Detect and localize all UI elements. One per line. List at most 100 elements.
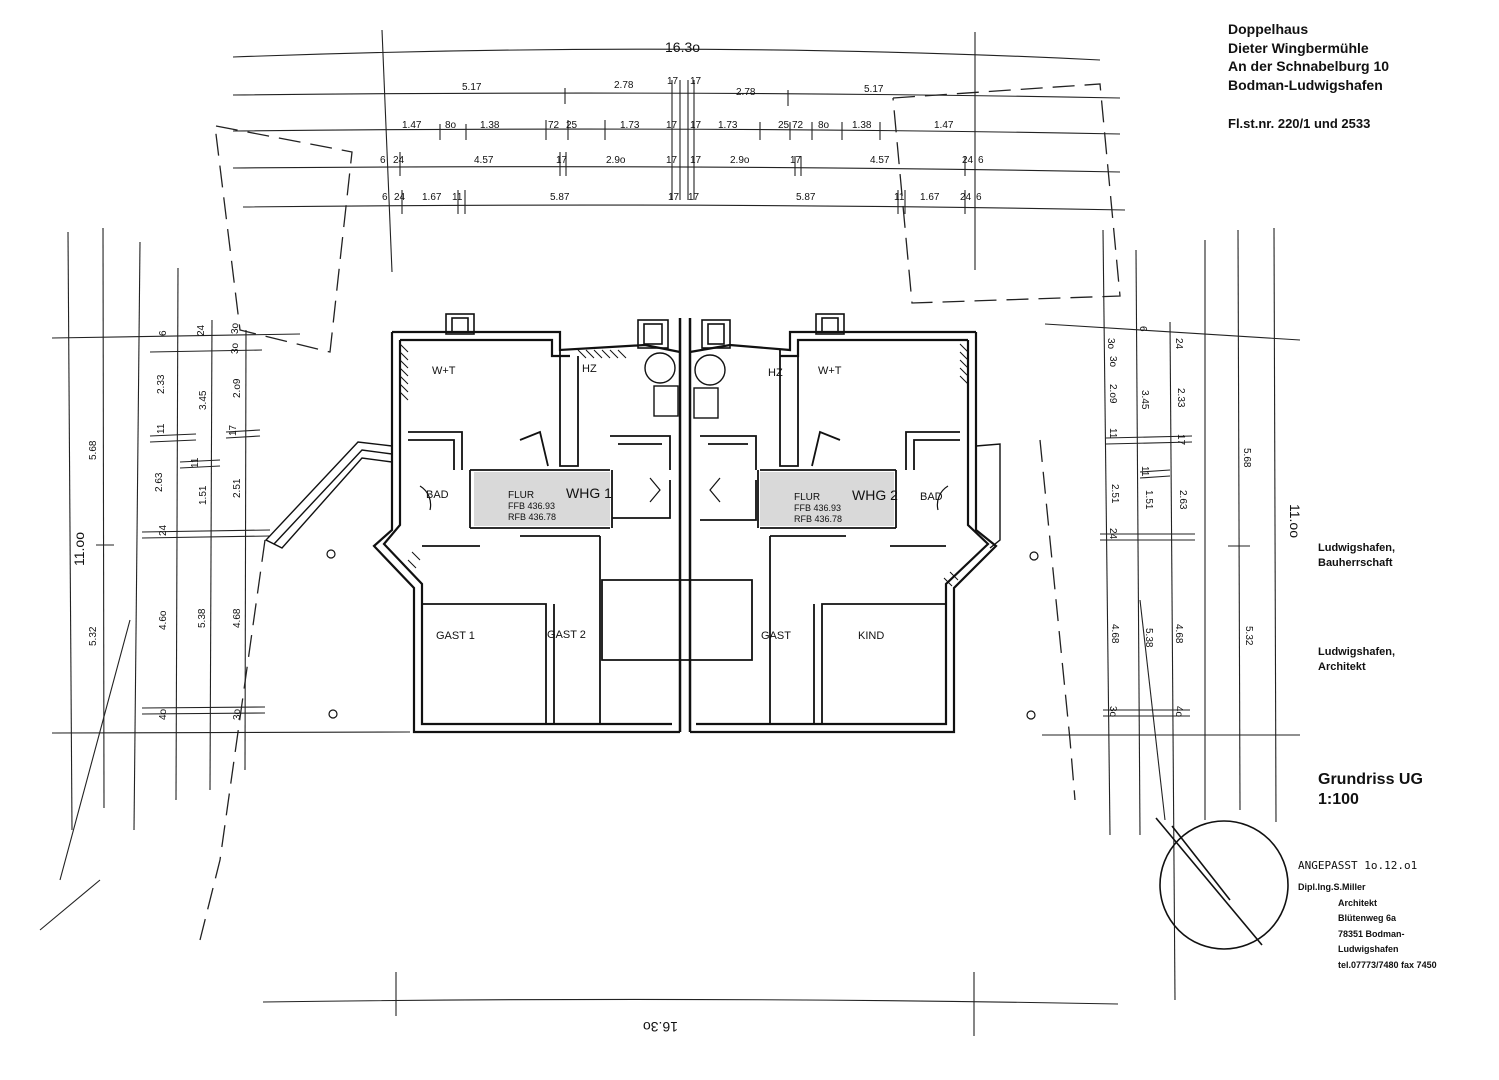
client-block-line: Bauherrschaft (1318, 557, 1393, 569)
room-labels: W+T HZ HZ W+T BAD BAD GAST 1 GAST 2 GAST… (426, 363, 943, 642)
dim-row3-label: 17 (556, 155, 568, 166)
parcel-number: Fl.st.nr. 220/1 und 2533 (1228, 116, 1371, 131)
architect-stamp-line: Blütenweg 6a (1338, 913, 1397, 923)
title-block-line: Doppelhaus (1228, 21, 1309, 37)
dim-row4-label: 17 (668, 192, 680, 203)
dim-left-label: 2.33 (156, 374, 167, 394)
dim-row1-label: 17 (667, 76, 679, 87)
dim-left-label: 24 (196, 324, 207, 336)
dim-right-label: 3o (1105, 338, 1116, 350)
dim-right-total: 11.oo (1287, 504, 1303, 538)
dim-right-label: 5.38 (1143, 628, 1154, 648)
architect-block: Ludwigshafen, Architekt (1318, 645, 1395, 675)
room-hz-left: HZ (582, 363, 597, 375)
dim-row4-label: 24 (394, 192, 406, 203)
whg1-label: WHG 1 (566, 485, 612, 501)
architect-stamp-line: 78351 Bodman- (1338, 928, 1405, 939)
bottom-dimension-chain (262, 972, 1119, 1036)
dim-left-label: 17 (228, 424, 239, 436)
dim-row2-label: 1.73 (620, 120, 640, 131)
dim-row3-label: 17 (790, 155, 802, 166)
interior-walls (408, 350, 960, 725)
dim-right-label: 5.68 (1241, 448, 1252, 468)
hallway-shading (474, 472, 894, 526)
dim-row2-label: 1.73 (718, 120, 738, 131)
dim-left-label: 3o (230, 342, 241, 354)
dim-left-label: 24 (158, 524, 169, 536)
dim-left-label: 5.32 (88, 626, 99, 646)
site-markers (326, 549, 1039, 720)
title-block-line: Dieter Wingbermühle (1228, 39, 1369, 56)
dim-left-label: 5.38 (197, 608, 208, 628)
dim-row2-label: 1.38 (480, 120, 500, 131)
client-block-line: Ludwigshafen, (1318, 542, 1395, 554)
dim-right-label: 24 (1107, 528, 1118, 540)
dim-row4-label: 6 (382, 192, 388, 203)
dim-row2-label: 1.38 (852, 120, 872, 131)
dim-row2-label: 8o (445, 120, 457, 131)
dim-row1-label: 17 (690, 76, 702, 87)
flur-label-1: FLUR (508, 490, 534, 501)
dim-row3-label: 4.57 (870, 155, 890, 166)
architect-stamp-line: tel.07773/7480 fax 7450 (1338, 959, 1437, 970)
architect-stamp-line: Ludwigshafen (1338, 944, 1399, 954)
dim-row4-label: 6 (976, 192, 982, 203)
ffb-label-1: FFB 436.93 (508, 501, 555, 511)
dim-left-label: 3o (230, 322, 241, 334)
dim-right-label: 11 (1139, 466, 1150, 477)
dim-right-label: 1.51 (1143, 490, 1154, 510)
dim-left-label: 6 (158, 330, 169, 336)
dim-row1-label: 5.17 (864, 84, 884, 95)
dim-top-total: 16.3o (665, 39, 700, 55)
architect-stamp-line: Dipl.Ing.S.Miller (1298, 882, 1366, 892)
dim-bottom-total: 16.3o (643, 1019, 678, 1035)
light-wells (445, 313, 845, 349)
dim-right-label: 3o (1107, 356, 1118, 368)
architect-block-line: Architekt (1318, 661, 1366, 673)
dim-left-label: 2.51 (232, 478, 243, 498)
wall-hatching (399, 343, 969, 587)
dim-right-label: 3o (1107, 706, 1118, 718)
dim-row4-label: 24 (960, 192, 972, 203)
dim-row3-label: 6 (978, 155, 984, 166)
title-block-line: An der Schnabelburg 10 (1228, 58, 1390, 74)
dim-left-label: 4o (158, 708, 169, 720)
rfb-label-2: RFB 436.78 (794, 514, 842, 524)
architect-block-line: Ludwigshafen, (1318, 646, 1395, 658)
dim-right-label: 5.32 (1243, 626, 1254, 646)
client-block: Ludwigshafen, Bauherrschaft (1318, 541, 1395, 571)
room-kind: KIND (858, 630, 884, 642)
dim-row3-label: 17 (666, 155, 678, 166)
plan-scale: 1:100 (1318, 791, 1359, 808)
dim-right-label: 4.68 (1109, 624, 1120, 644)
dim-left-label: 2.63 (154, 472, 165, 492)
left-dimension-chains (39, 227, 411, 931)
whg2-label: WHG 2 (852, 487, 898, 503)
property-boundary (199, 83, 1121, 941)
room-gast2: GAST 2 (547, 629, 586, 641)
building-outline (372, 318, 998, 734)
dim-row2-label: 72 (548, 120, 560, 131)
adjusted-note: ANGEPASST 1o.12.o1 (1298, 859, 1418, 872)
dim-left-label: 5.68 (88, 440, 99, 460)
room-gast1: GAST 1 (436, 630, 475, 642)
dim-right-label: 3.45 (1139, 390, 1150, 410)
dim-row2-label: 17 (666, 120, 678, 131)
dim-row2-label: 17 (690, 120, 702, 131)
ffb-label-2: FFB 436.93 (794, 503, 841, 513)
boiler-tanks (644, 352, 726, 419)
dim-row2-label: 8o (818, 120, 830, 131)
door-swings (419, 477, 949, 511)
dim-right-label: 4.68 (1173, 624, 1184, 644)
dim-row3-label: 4.57 (474, 155, 494, 166)
dim-left-label: 4.68 (232, 608, 243, 628)
dim-right-label: 2.33 (1175, 388, 1186, 408)
flur-label-2: FLUR (794, 492, 820, 503)
north-arrow-icon (1155, 817, 1289, 950)
room-hz-right: HZ (768, 367, 783, 379)
top-dimension-chains (232, 29, 1126, 273)
dim-row4-label: 5.87 (550, 192, 570, 203)
